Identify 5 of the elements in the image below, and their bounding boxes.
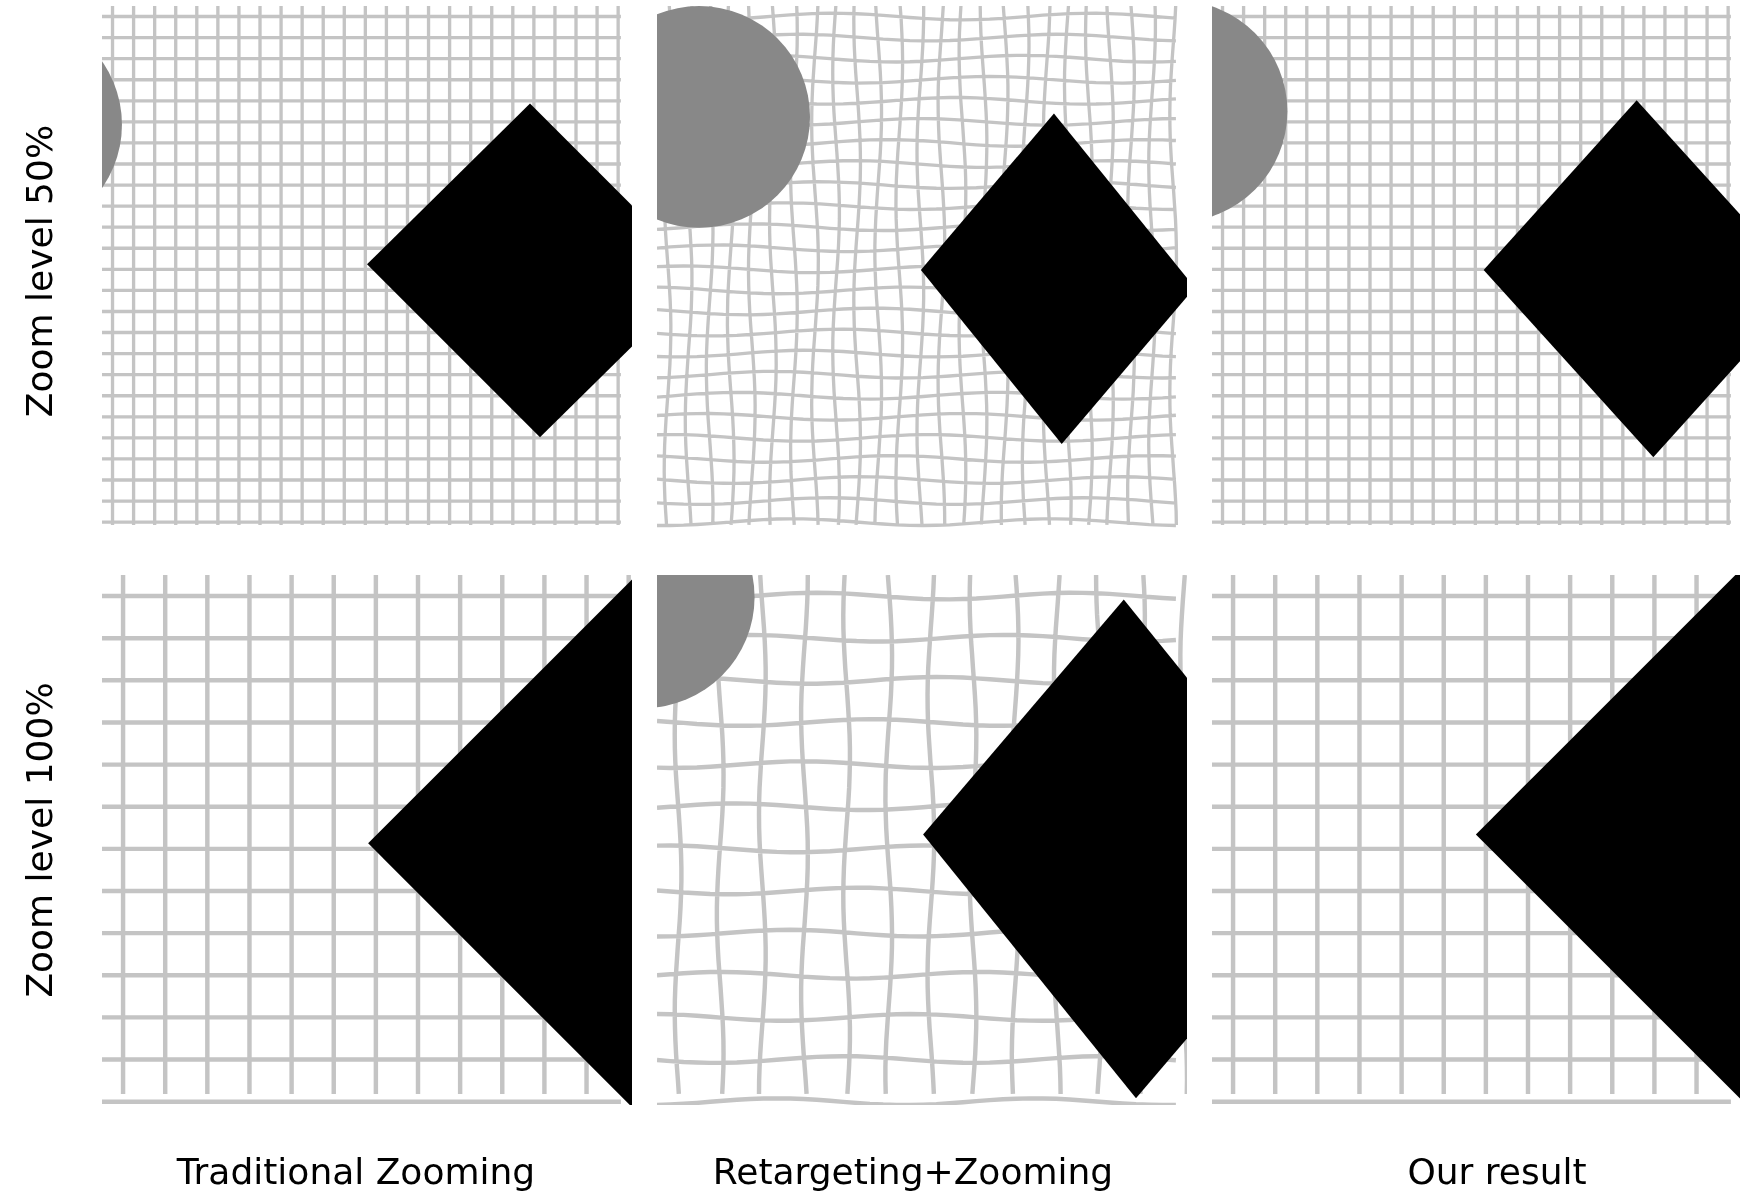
column-label: Retargeting+Zooming [712, 1150, 1114, 1192]
column-label: Our result [1407, 1150, 1587, 1192]
column-label: Traditional Zooming [176, 1150, 536, 1192]
row-label: Zoom level 50% [18, 124, 60, 418]
row-label: Zoom level 100% [18, 682, 60, 998]
